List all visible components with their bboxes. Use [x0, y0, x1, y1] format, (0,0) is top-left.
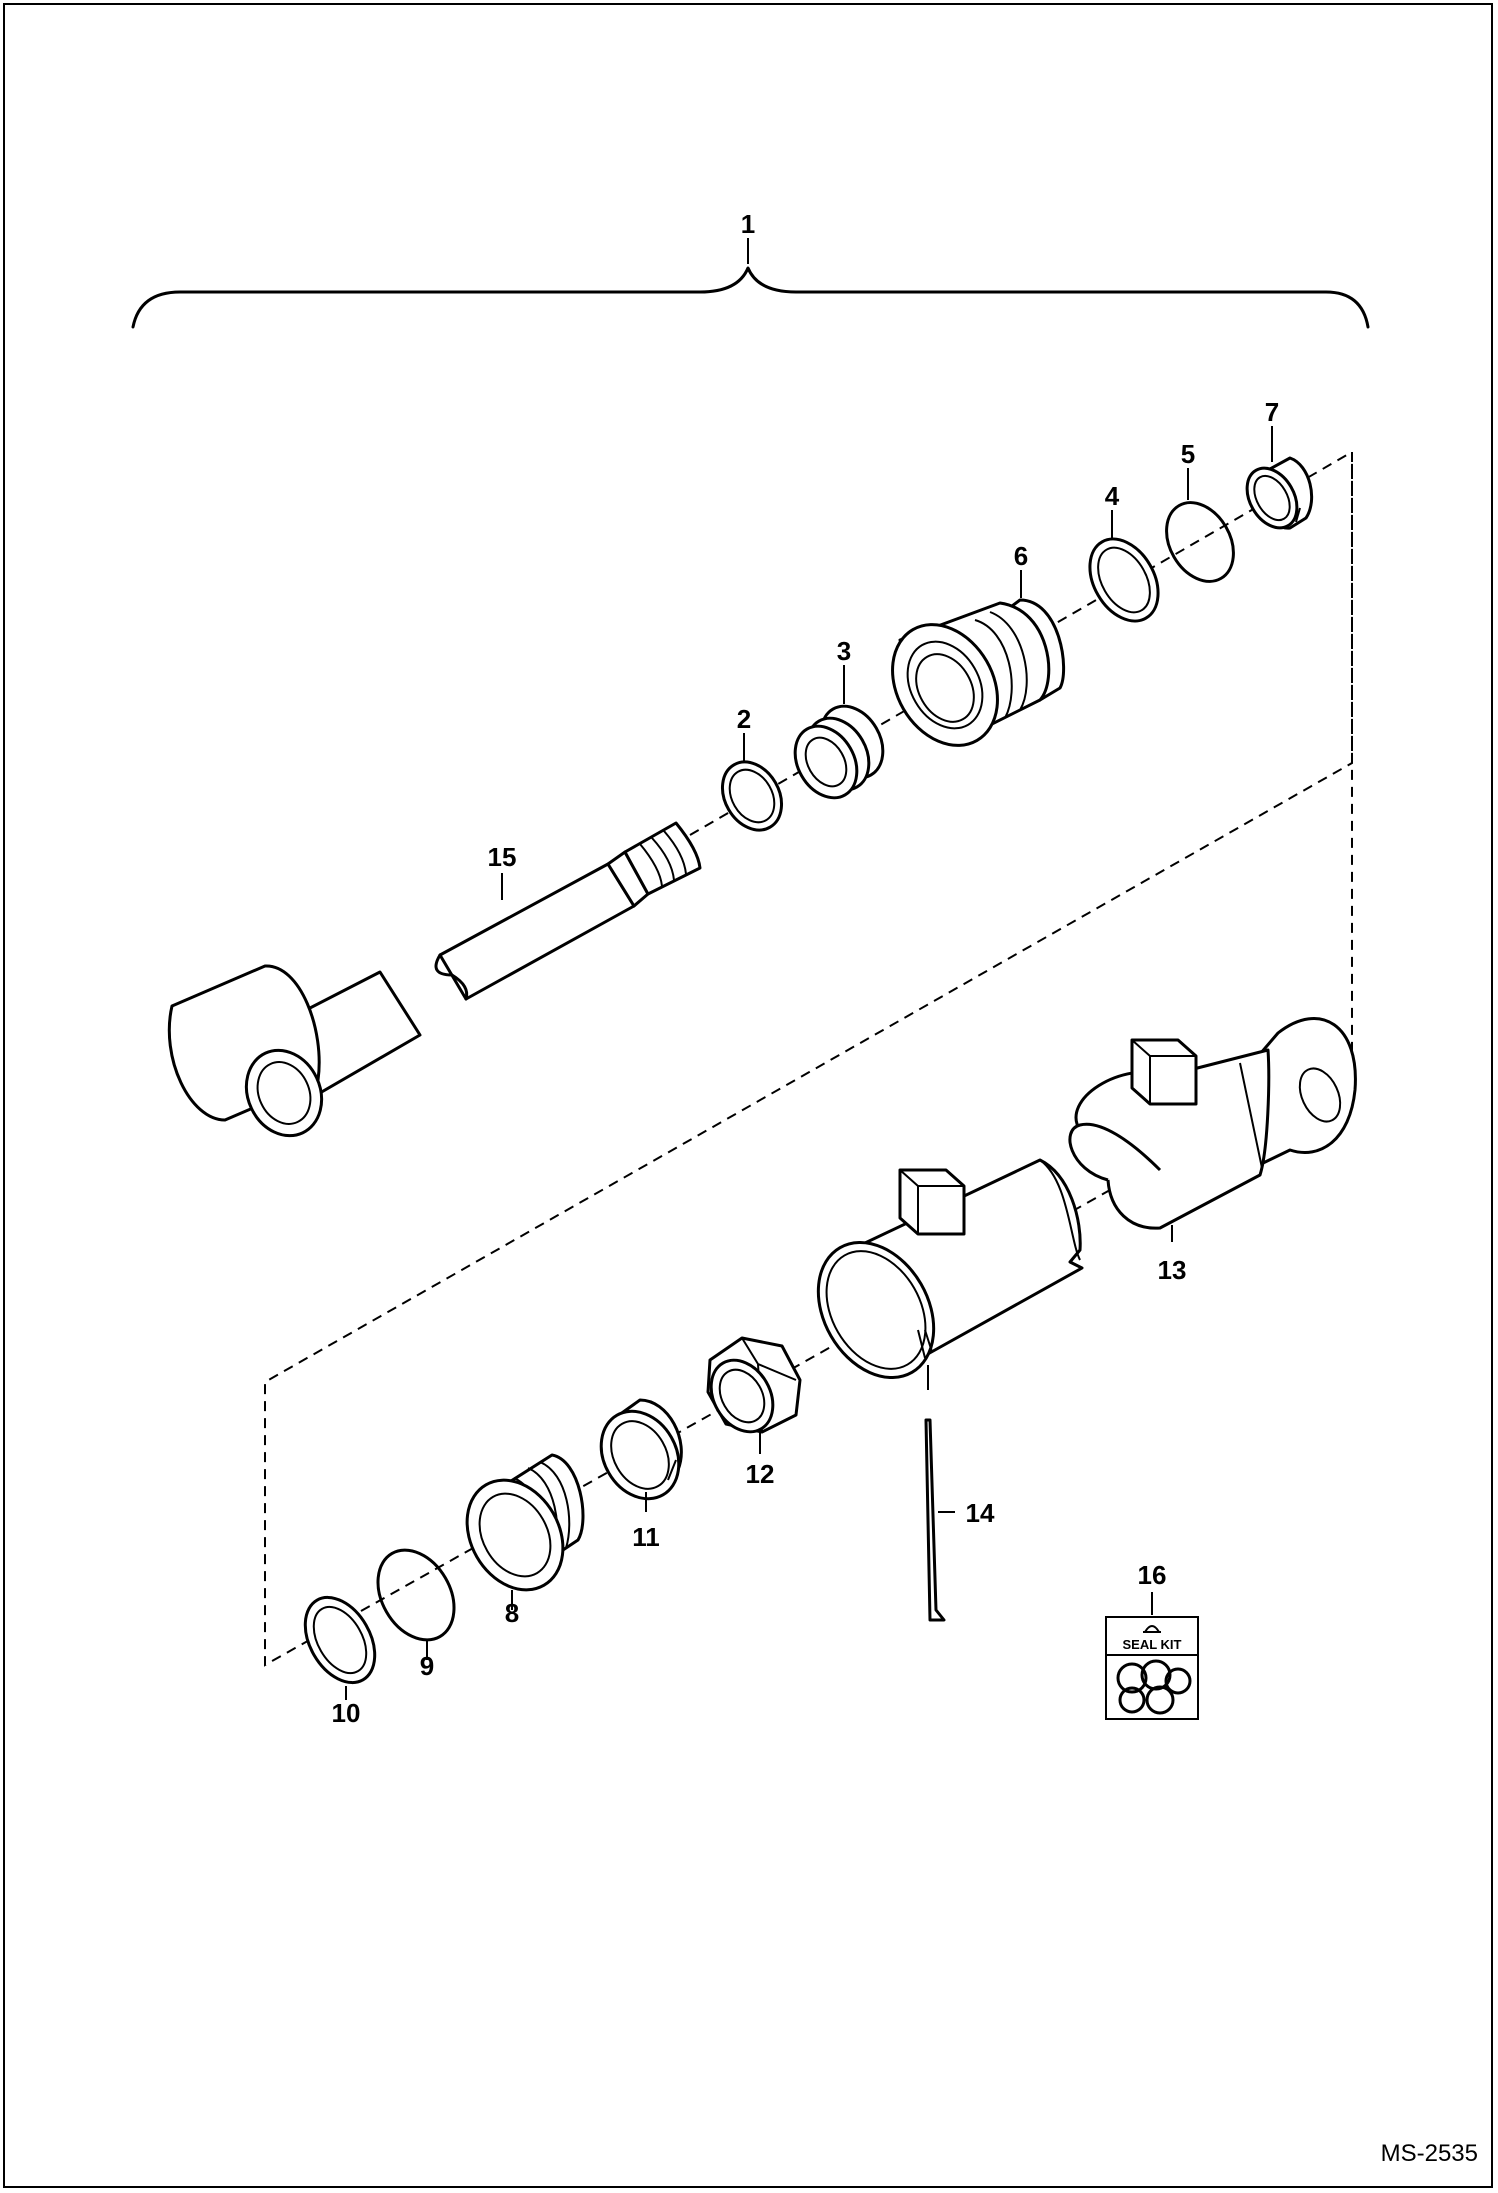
pin: [924, 1365, 946, 1622]
rod-seal: [793, 704, 885, 800]
callout-4: 4: [1105, 481, 1120, 511]
rod-wiper-ring: [720, 760, 784, 832]
cylinder-barrel: [1068, 1016, 1357, 1230]
callout-13: 13: [1158, 1255, 1187, 1285]
callout-10: 10: [332, 1698, 361, 1728]
drawing-border: [3, 3, 1493, 2188]
piston: [465, 1453, 585, 1592]
callout-6: 6: [1014, 541, 1028, 571]
callout-16: 16: [1138, 1560, 1167, 1590]
callout-12: 12: [746, 1459, 775, 1489]
wear-ring-piston: [599, 1398, 683, 1501]
wear-ring: [1245, 456, 1314, 530]
cylinder-barrel-rod-end: [816, 1158, 1084, 1380]
assembly-brace: [131, 266, 1370, 329]
callout-1: 1: [741, 209, 755, 239]
callout-14: 14: [966, 1498, 995, 1528]
backup-ring-piston: [303, 1595, 377, 1685]
callout-8: 8: [505, 1598, 519, 1628]
callout-5: 5: [1181, 439, 1195, 469]
callout-7: 7: [1265, 397, 1279, 427]
gland: [891, 598, 1066, 747]
o-ring-piston: [376, 1548, 456, 1642]
rod: [167, 821, 702, 1138]
document-id: MS-2535: [1381, 2140, 1478, 2167]
seal-kit: SEAL KIT: [1105, 1616, 1199, 1720]
callout-11: 11: [632, 1522, 660, 1552]
callout-labels: 1 2 3 4 5 6 7 8 9 10 11 12 13 14 15 16: [332, 209, 1280, 1728]
backup-ring: [1088, 537, 1160, 623]
callout-15: 15: [488, 842, 517, 872]
callout-2: 2: [737, 704, 751, 734]
callout-9: 9: [420, 1651, 434, 1681]
seal-kit-label: SEAL KIT: [1123, 1637, 1182, 1652]
lock-nut: [706, 1336, 802, 1434]
o-ring: [1165, 501, 1235, 583]
leader-lines: [345, 238, 1273, 1700]
centerline-path: [264, 452, 1353, 1667]
callout-3: 3: [837, 636, 851, 666]
